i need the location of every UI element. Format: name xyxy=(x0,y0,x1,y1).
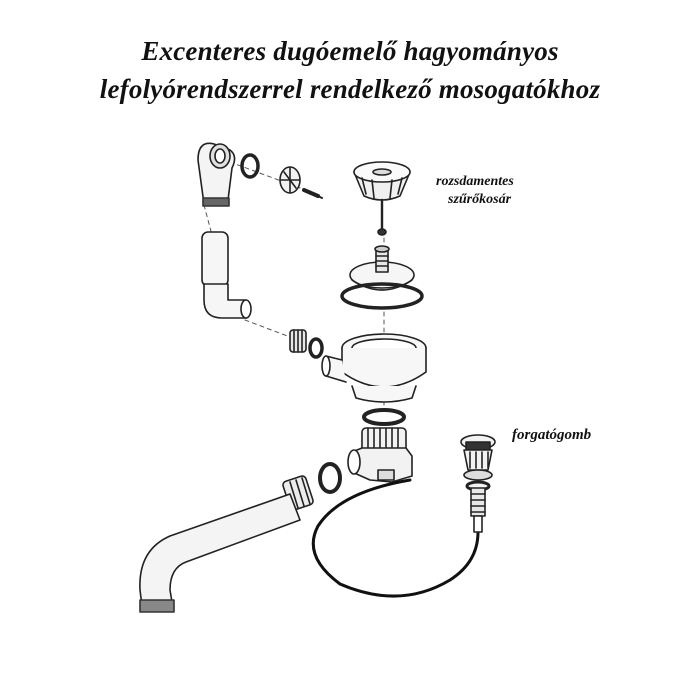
title-line-1: Excenteres dugóemelő hagyományos xyxy=(141,36,559,66)
knob-label: forgatógomb xyxy=(512,427,592,443)
strainer-basket xyxy=(353,161,411,236)
strainer-label-line-2: szűrőkosár xyxy=(448,192,512,207)
drain-body xyxy=(321,333,427,403)
title-line-2: lefolyórendszerrel rendelkező mosogatókh… xyxy=(99,74,601,104)
overflow-connector xyxy=(289,329,324,359)
overflow-screw xyxy=(302,188,323,199)
trap-body xyxy=(347,427,413,483)
drain-plug xyxy=(340,245,424,310)
outlet-pipe xyxy=(139,493,301,613)
rotary-knob xyxy=(460,434,496,533)
overflow-seal-ring xyxy=(240,153,260,179)
strainer-label-line-1: rozsdamentes xyxy=(436,174,514,189)
control-cable xyxy=(311,478,480,598)
overflow-head xyxy=(197,142,236,207)
overflow-grille xyxy=(279,166,301,194)
overflow-hose xyxy=(201,231,252,319)
lower-seal-ring xyxy=(362,408,406,426)
